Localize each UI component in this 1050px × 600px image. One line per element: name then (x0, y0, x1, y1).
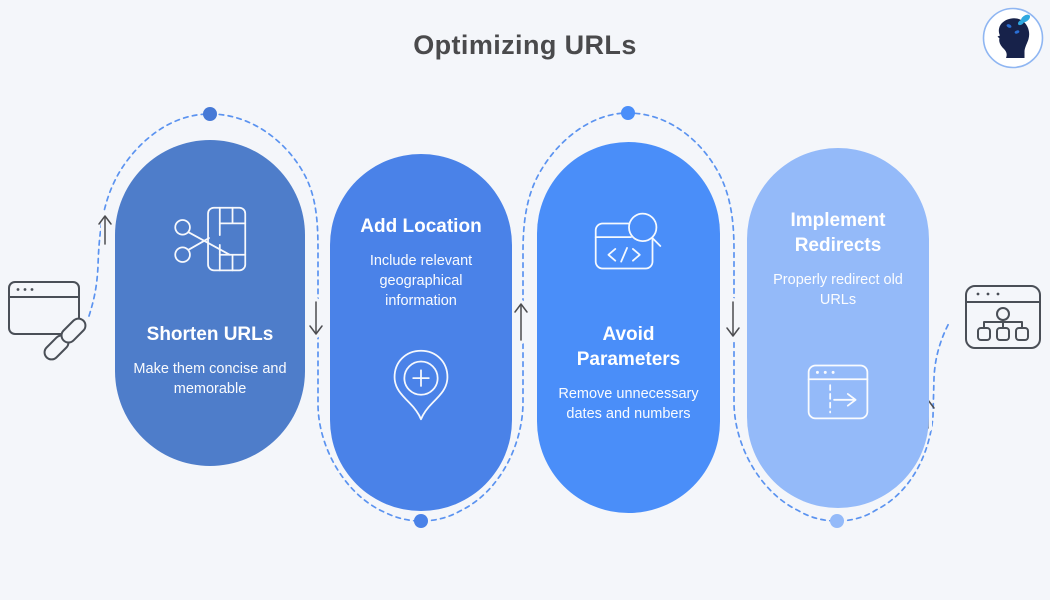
location-pin-plus-icon (393, 349, 449, 421)
step-title: Implement Redirects (790, 210, 886, 257)
chain-link-icon (43, 317, 87, 361)
butterfly-accent (1014, 30, 1020, 34)
dot-step-2 (414, 514, 428, 528)
butterfly-wing (1017, 19, 1025, 26)
step-description: Include relevant geographical informatio… (369, 253, 473, 310)
scissors-ticket-icon (174, 206, 247, 272)
browser-code-search-icon (594, 212, 661, 270)
step-title: Shorten URLs (146, 324, 274, 345)
step-card-avoid-parameters: Avoid Parameters Remove unnecessary date… (537, 142, 720, 513)
step-description: Properly redirect old URLs (773, 272, 903, 309)
step-card-shorten-urls: Shorten URLs Make them concise and memor… (115, 140, 305, 466)
step-title: Add Location (360, 216, 482, 237)
arrow-up-left (98, 215, 112, 245)
step-description: Remove unnecessary dates and numbers (558, 386, 699, 423)
page-title: Optimizing URLs (413, 30, 637, 60)
dot-step-1 (203, 107, 217, 121)
step-description: Make them concise and memorable (133, 361, 287, 398)
browser-link-icon (8, 281, 87, 361)
step-card-implement-redirects: Implement Redirects Properly redirect ol… (747, 148, 929, 508)
browser-redirect-arrow-icon (807, 364, 869, 420)
arrow-down-3-4 (726, 301, 740, 337)
dot-step-3 (621, 106, 635, 120)
step-title: Avoid Parameters (576, 324, 681, 371)
step-card-add-location: Add Location Include relevant geographic… (330, 154, 512, 511)
dot-step-4 (830, 514, 844, 528)
arrow-up-2-3 (514, 303, 528, 341)
browser-sitemap-icon (965, 285, 1041, 349)
woman-butterfly-logo (982, 7, 1044, 69)
arrow-down-1-2 (309, 301, 323, 335)
butterfly-accent (1006, 24, 1012, 28)
woman-silhouette (997, 18, 1030, 58)
